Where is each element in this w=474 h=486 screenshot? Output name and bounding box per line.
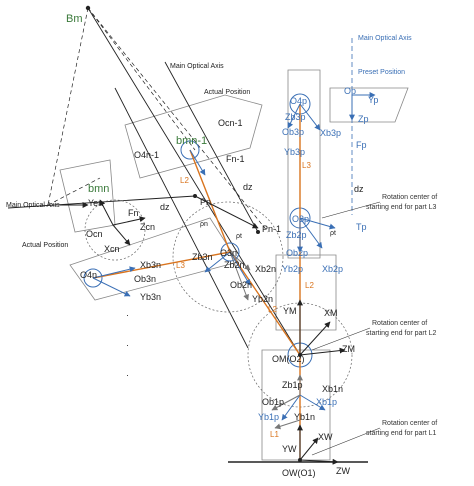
label-pn: Pn [200, 197, 211, 207]
label-preset-position: Preset Position [358, 69, 405, 76]
label-dz-right: dz [354, 184, 364, 194]
label-zp: Zp [358, 114, 369, 124]
label-zw: ZW [336, 466, 350, 476]
label-xb3p: Xb3p [320, 128, 341, 138]
label-ob2p: Ob2p [286, 248, 308, 258]
label-yb3p: Yb3p [284, 147, 305, 157]
dot-2: · [126, 340, 129, 350]
label-ob1p: Ob1p [262, 397, 284, 407]
preset-arm-outline [287, 38, 409, 259]
label-o4n: O4n [80, 270, 97, 280]
label-l2-center: L2 [268, 305, 277, 314]
label-main-axis-left: Main Optical Axis [6, 202, 60, 209]
label-dz-left: dz [160, 202, 170, 212]
label-l2-right: L2 [305, 281, 314, 290]
joint-circles [83, 93, 313, 368]
annotation-l3-line1: Rotation center of [382, 194, 437, 201]
label-yb2p: Yb2p [282, 264, 303, 274]
label-yb3n: Yb3n [140, 292, 161, 302]
label-o3n: O3n [220, 248, 237, 258]
label-rho-p: ρt [330, 230, 336, 237]
label-fp: Fp [356, 140, 367, 150]
label-rho-t: ρt [236, 233, 242, 240]
annotation-l1-line2: starting end for part L1 [366, 430, 437, 437]
annotation-l3-line2: starting end for part L3 [366, 204, 437, 211]
label-o3p: O3p [292, 214, 309, 224]
label-ob2n: Ob2n [230, 280, 252, 290]
label-l1: L1 [270, 430, 279, 439]
label-zb1p: Zb1p [282, 380, 303, 390]
label-zcn: Zcn [140, 222, 155, 232]
label-xb2n: Xb2n [255, 264, 276, 274]
label-zb3p: Zb3p [285, 112, 306, 122]
label-main-axis-top: Main Optical Axis [170, 63, 224, 70]
label-l3-right: L3 [302, 161, 311, 170]
label-yp: Yp [368, 95, 378, 105]
dot-1: · [126, 310, 129, 320]
label-dz-mid: dz [243, 182, 253, 192]
label-yw: YW [282, 444, 297, 454]
label-ocn1: Ocn-1 [218, 118, 243, 128]
annotation-l2-line1: Rotation center of [372, 320, 427, 327]
label-actual-pos-left: Actual Position [22, 242, 68, 249]
label-zm: ZM [342, 344, 355, 354]
label-o4p: O4p [290, 96, 307, 106]
label-xb1n: Xb1n [322, 384, 343, 394]
label-fn1: Fn-1 [226, 154, 245, 164]
label-bmn: bmn [88, 183, 109, 195]
label-l2-left: L2 [180, 176, 189, 185]
label-yb1p: Yb1p [258, 412, 279, 422]
label-zb3n: Zb3n [192, 252, 213, 262]
label-ym: YM [283, 306, 297, 316]
label-zb2p: Zb2p [286, 230, 307, 240]
annotation-l2-line2: starting end for part L2 [366, 330, 437, 337]
label-ob3n: Ob3n [134, 274, 156, 284]
label-xb1p: Xb1p [316, 397, 337, 407]
label-xw: XW [318, 432, 333, 442]
gray-axis-arrows [229, 251, 303, 430]
label-op: Op [344, 86, 356, 96]
label-main-axis-right: Main Optical Axis [358, 35, 412, 42]
key-points [85, 5, 302, 462]
label-ocn: Ocn [86, 229, 103, 239]
label-o4n1: O4n-1 [134, 150, 159, 160]
label-ob3p: Ob3p [282, 127, 304, 137]
annotation-l1-line1: Rotation center of [382, 420, 437, 427]
dot-3: · [126, 370, 129, 380]
label-bm: Bm [66, 13, 83, 25]
label-bmn1: bmn-1 [176, 135, 207, 147]
label-fn: Fn [128, 208, 139, 218]
label-om: OM(O2) [272, 354, 305, 364]
label-tp: Tp [356, 222, 367, 232]
label-rho-n: ρn [200, 221, 208, 228]
axis-arrows [60, 195, 346, 465]
label-yb1n: Yb1n [294, 412, 315, 422]
blue-axis-arrows [92, 92, 376, 421]
lower-body-outline [261, 254, 337, 461]
label-yen: Yen [88, 198, 103, 208]
label-xb2p: Xb2p [322, 264, 343, 274]
label-xcn: Xcn [104, 244, 120, 254]
label-yb2n: Yb2n [252, 294, 273, 304]
label-zb2n: Zb2n [224, 260, 245, 270]
label-xm: XM [324, 308, 338, 318]
label-l3: L3 [176, 261, 185, 270]
annotation-pointers [311, 201, 381, 456]
label-actual-pos-top: Actual Position [204, 89, 250, 96]
label-ow: OW(O1) [282, 468, 316, 478]
label-xb3n: Xb3n [140, 260, 161, 270]
label-pn1: Pn-1 [262, 224, 281, 234]
